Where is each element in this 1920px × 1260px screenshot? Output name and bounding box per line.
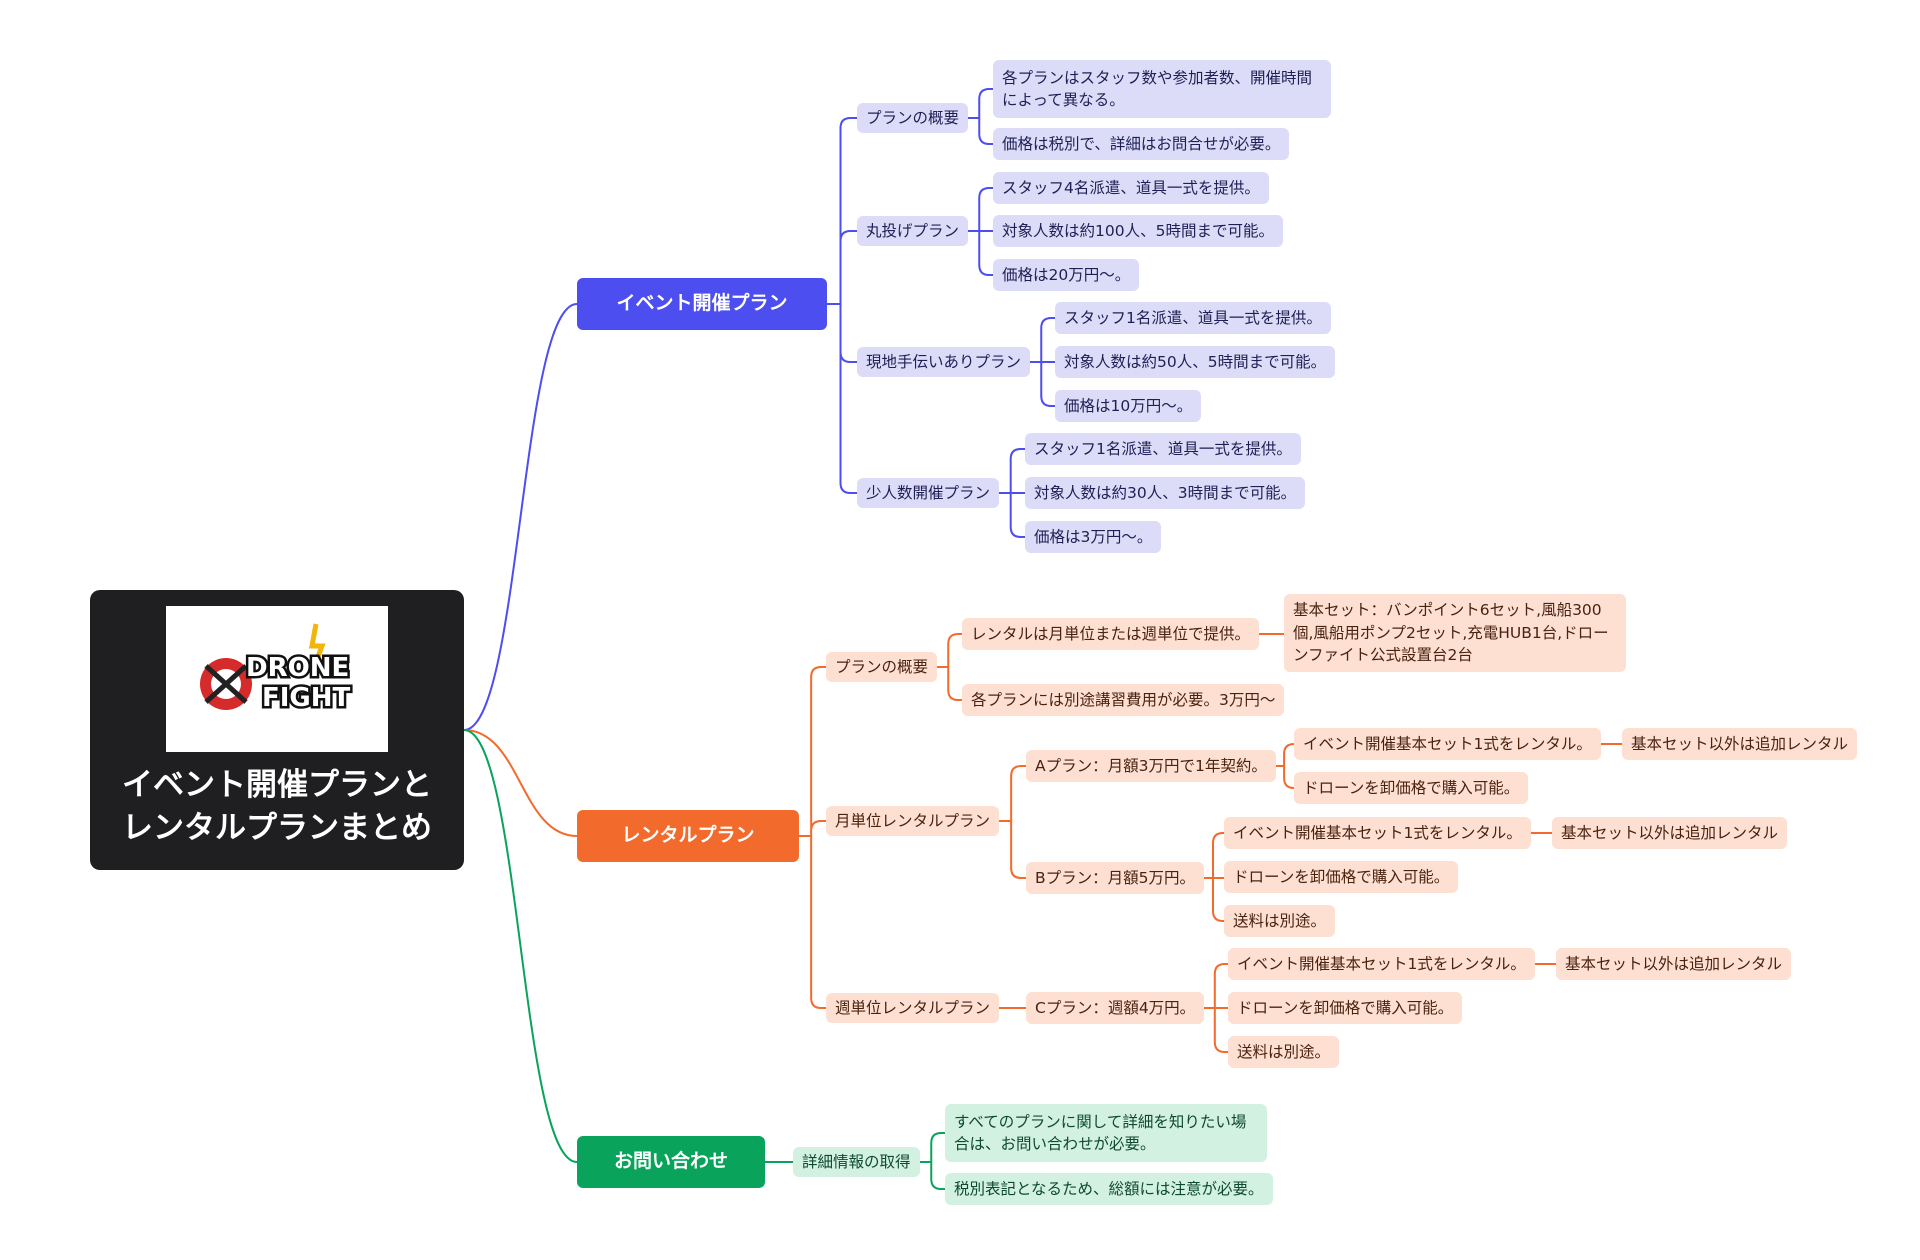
plan-b-item-1-detail: 基本セット以外は追加レンタル: [1552, 817, 1788, 849]
event-overview-item-2: 価格は税別で、詳細はお問合せが必要。: [993, 128, 1290, 160]
plan-a-item-2: ドローンを卸価格で購入可能。: [1294, 772, 1529, 804]
link-root-event: [463, 303, 578, 731]
plan-a-item-1: イベント開催基本セット1式をレンタル。: [1294, 728, 1601, 760]
link-contact-details: [920, 1132, 945, 1190]
link-rental-overview: [937, 633, 962, 701]
rental-overview-item-1: レンタルは月単位または週単位で提供。: [962, 618, 1260, 650]
link-event-small: [999, 448, 1025, 538]
event-assist-item-2: 対象人数は約50人、5時間まで可能。: [1055, 346, 1336, 378]
rental-weekly-plan[interactable]: 週単位レンタルプラン: [826, 993, 1000, 1023]
rental-plan-b[interactable]: Bプラン：月額5万円。: [1026, 862, 1204, 894]
event-assist-item-3: 価格は10万円〜。: [1055, 390, 1202, 422]
rental-plan-a[interactable]: Aプラン：月額3万円で1年契約。: [1026, 750, 1276, 782]
link-rental-children: [799, 666, 826, 1009]
logo-word-1: DRONE: [246, 653, 349, 683]
link-rental-monthly: [999, 765, 1026, 879]
plan-a-item-1-detail: 基本セット以外は追加レンタル: [1622, 728, 1858, 760]
link-event-full: [968, 187, 993, 276]
event-small-plan[interactable]: 少人数開催プラン: [857, 478, 1000, 508]
event-full-item-1: スタッフ4名派遣、道具一式を提供。: [993, 172, 1269, 204]
contact-details-item-2: 税別表記となるため、総額には注意が必要。: [945, 1173, 1273, 1205]
branch-contact[interactable]: お問い合わせ: [577, 1136, 765, 1188]
link-root-rental: [463, 729, 578, 837]
event-full-plan[interactable]: 丸投げプラン: [857, 216, 969, 246]
event-small-item-1: スタッフ1名派遣、道具一式を提供。: [1025, 433, 1301, 465]
event-small-item-3: 価格は3万円〜。: [1025, 521, 1162, 553]
event-small-item-2: 対象人数は約30人、3時間まで可能。: [1025, 477, 1306, 509]
rental-monthly-plan[interactable]: 月単位レンタルプラン: [826, 806, 1000, 836]
link-root-contact: [463, 729, 578, 1163]
branch-rental-plan[interactable]: レンタルプラン: [577, 810, 799, 862]
link-plan-a: [1276, 743, 1295, 789]
logo-lightning: [309, 623, 326, 669]
event-full-item-2: 対象人数は約100人、5時間まで可能。: [993, 215, 1283, 247]
logo-graphic: DRONE FIGHT: [200, 623, 353, 716]
rental-plan-c[interactable]: Cプラン：週額4万円。: [1026, 992, 1205, 1024]
event-overview[interactable]: プランの概要: [857, 103, 969, 133]
branch-event-plan[interactable]: イベント開催プラン: [577, 278, 827, 330]
link-plan-c: [1204, 963, 1228, 1053]
plan-b-item-1: イベント開催基本セット1式をレンタル。: [1224, 817, 1531, 849]
link-event-assist: [1030, 317, 1055, 407]
contact-details[interactable]: 詳細情報の取得: [793, 1147, 920, 1177]
plan-c-item-2: ドローンを卸価格で購入可能。: [1228, 992, 1463, 1024]
event-assist-plan[interactable]: 現地手伝いありプラン: [857, 347, 1031, 377]
contact-details-item-1: すべてのプランに関して詳細を知りたい場合は、お問い合わせが必要。: [945, 1104, 1267, 1162]
logo-word-2: FIGHT: [262, 683, 351, 713]
root-node: DRONE FIGHT イベント開催プランと レンタルプランまとめ: [90, 590, 464, 870]
rental-overview[interactable]: プランの概要: [826, 652, 938, 682]
drone-fight-logo: DRONE FIGHT: [166, 606, 388, 752]
logo-emblem-cross: [204, 664, 248, 704]
plan-c-item-1-detail: 基本セット以外は追加レンタル: [1556, 948, 1792, 980]
plan-b-item-2: ドローンを卸価格で購入可能。: [1224, 861, 1459, 893]
plan-b-item-3: 送料は別途。: [1224, 905, 1336, 937]
plan-c-item-1: イベント開催基本セット1式をレンタル。: [1228, 948, 1535, 980]
link-event-children: [827, 117, 857, 494]
event-overview-item-1: 各プランはスタッフ数や参加者数、開催時間によって異なる。: [993, 60, 1331, 118]
rental-basic-set-detail: 基本セット：バンポイント6セット,風船300個,風船用ポンプ2セット,充電HUB…: [1284, 594, 1626, 672]
event-assist-item-1: スタッフ1名派遣、道具一式を提供。: [1055, 302, 1331, 334]
link-plan-b: [1204, 832, 1224, 922]
root-title: イベント開催プランと レンタルプランまとめ: [122, 767, 432, 847]
link-event-overview: [968, 88, 993, 145]
plan-c-item-3: 送料は別途。: [1228, 1036, 1340, 1068]
event-full-item-3: 価格は20万円〜。: [993, 259, 1140, 291]
rental-overview-item-2: 各プランには別途講習費用が必要。3万円〜: [962, 684, 1285, 716]
